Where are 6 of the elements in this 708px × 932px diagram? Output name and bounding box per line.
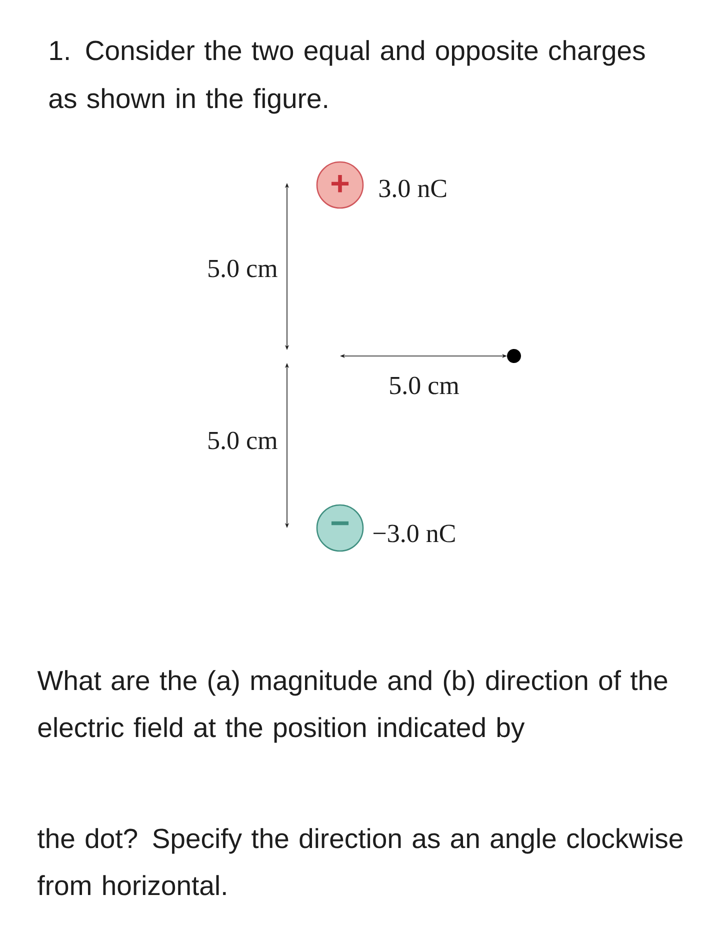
question-text: the dot? Specify the direction as an angle clockwise from horizontal.	[38, 828, 682, 896]
field-point-dot	[507, 349, 521, 363]
question-text: What are the (a) magnitude and (b) direction of the electric field at the position indicated by	[37, 670, 668, 743]
question-heading: 1. Consider the two equal and opposite charges as shown in the figure.	[49, 40, 645, 114]
charge-label: 3.0 nC	[379, 180, 446, 198]
charge-label: −3.0 nC	[374, 524, 455, 542]
